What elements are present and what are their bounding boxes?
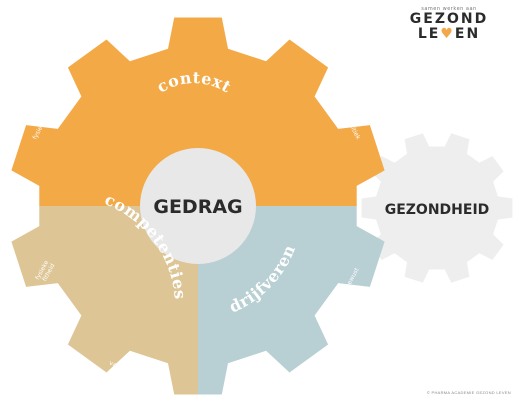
gedrag-circle [140, 148, 256, 264]
tooth-label-bewust: bewust [250, 367, 273, 382]
logo-line1: GEZOND [409, 11, 489, 27]
drijfveren-segment [198, 206, 385, 395]
tooth-label-economisch: economisch [245, 29, 281, 49]
tooth-label-vaardigheden: vaardigheden [108, 360, 149, 382]
tooth-label-sociaal-cultureel: sociaal- cultureel [114, 30, 144, 53]
gezond-leven-logo: samen werken aan GEZOND LE♥EN [404, 6, 494, 42]
gedrag-label: GEDRAG [153, 196, 242, 218]
logo-tagline: samen werken aan [421, 6, 477, 12]
logo-line2: LE♥EN [417, 26, 481, 42]
gezondheid-label: GEZONDHEID [385, 202, 490, 218]
credit-line: © PHARMA ACADEMIE GEZOND LEVEN [426, 390, 511, 395]
context-segment [11, 17, 385, 206]
competenties-segment [11, 206, 198, 395]
gezondheid-gear [361, 133, 513, 283]
heart-icon: ♥ [440, 26, 455, 42]
